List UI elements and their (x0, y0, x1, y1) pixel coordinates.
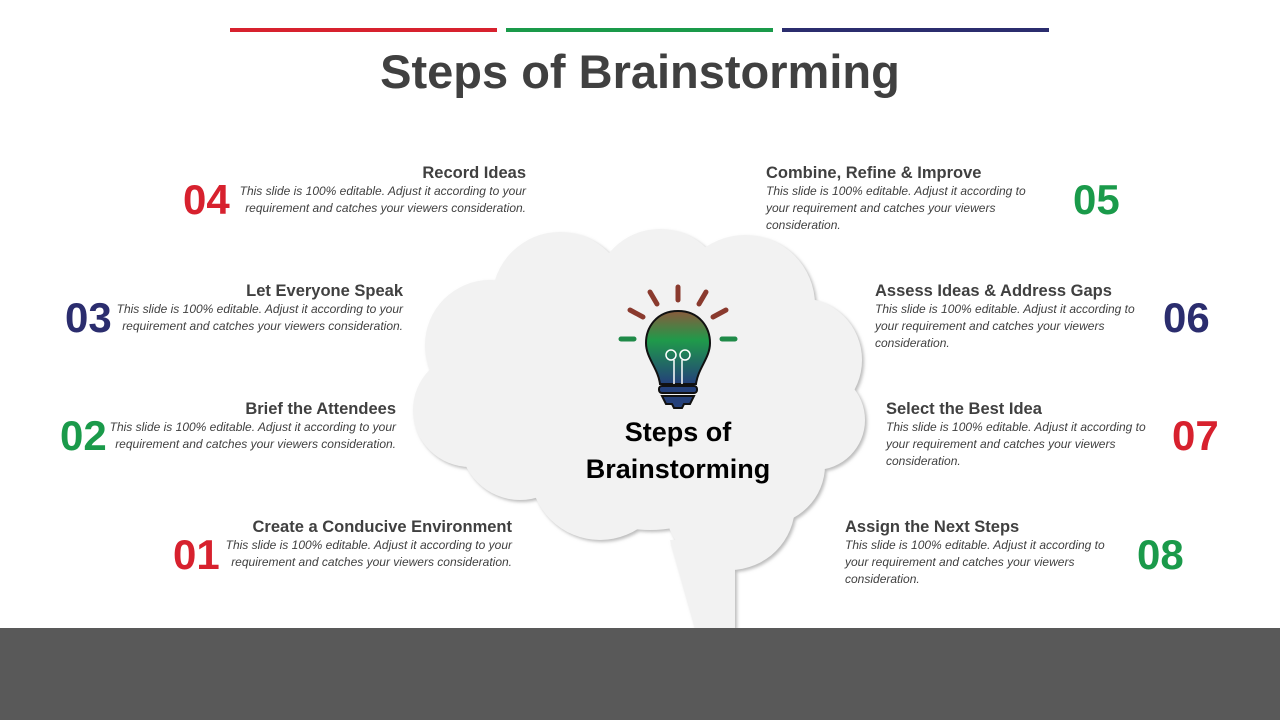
step-desc: This slide is 100% editable. Adjust it a… (225, 538, 512, 569)
center-title-line1: Steps of (624, 417, 732, 447)
step-desc: This slide is 100% editable. Adjust it a… (886, 420, 1146, 468)
accent-bar-red (230, 28, 497, 32)
accent-bar-green (506, 28, 773, 32)
step-number-03: 03 (65, 294, 112, 341)
footer-band (0, 628, 1280, 720)
step-number-07: 07 (1172, 412, 1219, 459)
step-desc: This slide is 100% editable. Adjust it a… (845, 538, 1105, 586)
step-desc: This slide is 100% editable. Adjust it a… (239, 184, 526, 215)
step-title: Let Everyone Speak (246, 282, 403, 300)
step-title: Combine, Refine & Improve (766, 164, 982, 182)
step-title: Select the Best Idea (886, 400, 1042, 418)
step-number-01: 01 (173, 531, 220, 578)
step-title: Brief the Attendees (245, 400, 396, 418)
slide-title: Steps of Brainstorming (380, 45, 900, 98)
accent-bar-navy (782, 28, 1049, 32)
step-number-04: 04 (183, 176, 230, 223)
step-title: Assess Ideas & Address Gaps (875, 282, 1112, 300)
step-desc: This slide is 100% editable. Adjust it a… (109, 420, 396, 451)
center-title: Steps of Brainstorming (528, 414, 828, 488)
lightbulb-icon (618, 284, 738, 409)
step-desc: This slide is 100% editable. Adjust it a… (875, 302, 1135, 350)
step-title: Create a Conducive Environment (252, 518, 512, 536)
center-title-line2: Brainstorming (585, 454, 771, 484)
step-desc: This slide is 100% editable. Adjust it a… (766, 184, 1026, 232)
step-number-08: 08 (1137, 531, 1184, 578)
step-number-05: 05 (1073, 176, 1120, 223)
step-number-02: 02 (60, 412, 107, 459)
step-title: Assign the Next Steps (845, 518, 1020, 536)
step-desc: This slide is 100% editable. Adjust it a… (116, 302, 403, 333)
step-number-06: 06 (1163, 294, 1210, 341)
step-title: Record Ideas (422, 164, 526, 182)
